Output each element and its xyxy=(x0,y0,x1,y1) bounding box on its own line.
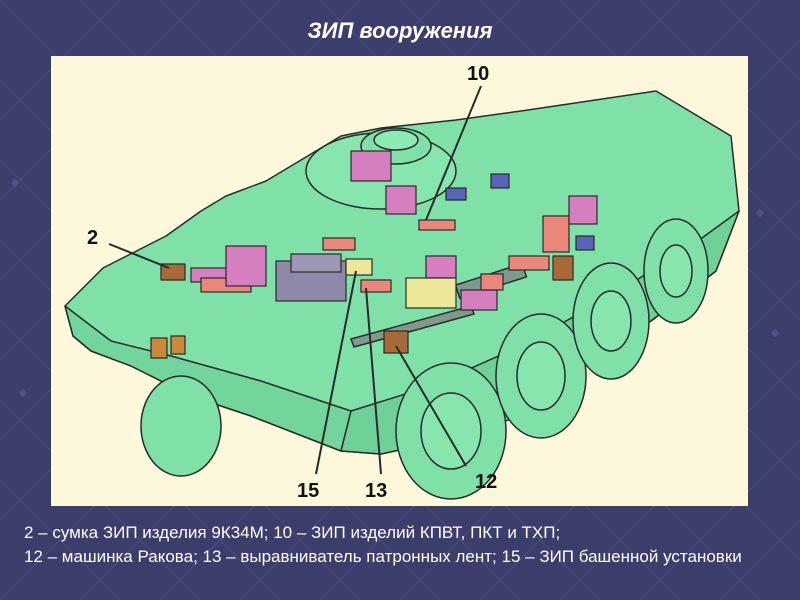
leader-line-10 xyxy=(425,85,482,221)
slide-title: ЗИП вооружения xyxy=(307,18,493,43)
leader-line-2 xyxy=(108,243,170,269)
callout-label-12: 12 xyxy=(475,471,497,493)
callout-label-2: 2 xyxy=(87,227,98,249)
callout-label-10: 10 xyxy=(467,63,489,85)
kit-rakov-machine xyxy=(383,330,409,354)
leader-lines xyxy=(108,85,482,475)
caption-line-2: 12 – машинка Ракова; 13 – выравниватель … xyxy=(24,547,742,566)
callout-label-13: 13 xyxy=(365,480,387,502)
caption-line-1: 2 – сумка ЗИП изделия 9К34М; 10 – ЗИП из… xyxy=(24,523,561,542)
leader-line-13 xyxy=(365,287,382,475)
btr-drawing: 2 10 12 13 15 xyxy=(64,63,740,502)
wheels xyxy=(140,218,709,500)
diagram-caption: 2 – сумка ЗИП изделия 9К34М; 10 – ЗИП из… xyxy=(24,521,794,569)
diagram-figure: 2 10 12 13 15 xyxy=(51,56,748,506)
kit-items xyxy=(150,150,598,359)
leader-line-12 xyxy=(395,345,467,467)
leader-line-15 xyxy=(315,270,357,475)
callout-label-15: 15 xyxy=(297,480,319,502)
